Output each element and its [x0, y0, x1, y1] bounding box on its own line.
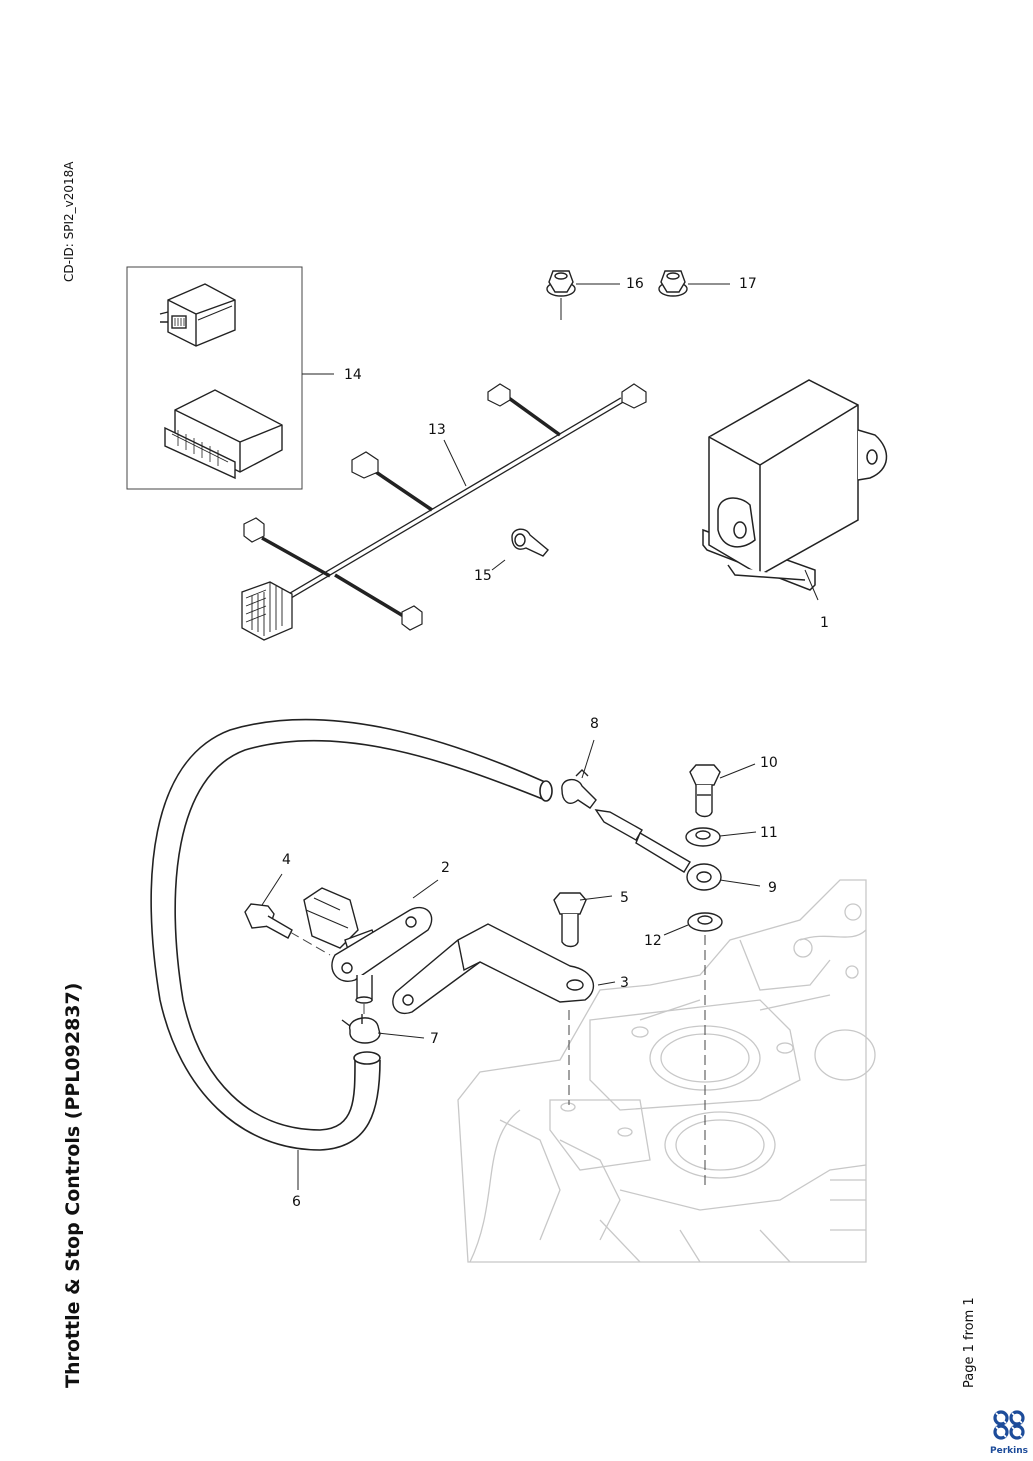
- bolt-5-icon: [553, 892, 587, 948]
- callout-10: 10: [760, 755, 778, 771]
- control-unit-1-icon: [702, 379, 888, 591]
- callout-12: 12: [644, 933, 662, 949]
- p-clip-15-icon: [511, 528, 549, 557]
- callout-7: 7: [430, 1031, 439, 1047]
- leader-lines: [261, 283, 819, 1190]
- washer-12-icon: [687, 912, 723, 932]
- throttle-lever-2-icon: [303, 887, 433, 1004]
- washer-11-icon: [685, 827, 721, 847]
- large-connector-icon: [164, 389, 283, 480]
- perkins-logo-mark: [993, 1410, 1025, 1440]
- callout-3: 3: [620, 975, 629, 991]
- callout-numbers: 1 2 3 4 5 6 7 8 9 10 11 12 13 14 15 16 1…: [282, 276, 829, 1210]
- callout-11: 11: [760, 825, 778, 841]
- wiring-harness: [241, 383, 647, 641]
- callout-14: 14: [344, 367, 362, 383]
- engine-block-ghost: [457, 879, 876, 1263]
- bolt-4-icon: [244, 903, 293, 939]
- callout-17: 17: [739, 276, 757, 292]
- callout-5: 5: [620, 890, 629, 906]
- bolt-10-icon: [689, 764, 721, 818]
- callout-16: 16: [626, 276, 644, 292]
- nut-17-icon: [658, 270, 688, 297]
- clamp-7-icon: [341, 1014, 381, 1044]
- small-connector-icon: [159, 283, 236, 347]
- callout-4: 4: [282, 852, 291, 868]
- callout-15: 15: [474, 568, 492, 584]
- callout-9: 9: [768, 880, 777, 896]
- callout-6: 6: [292, 1194, 301, 1210]
- bracket-3-icon: [392, 923, 595, 1015]
- callout-1: 1: [820, 615, 829, 631]
- connector-inset-frame: [126, 266, 303, 490]
- clamp-8-icon: [561, 769, 597, 809]
- hose-6: [150, 718, 553, 1151]
- perkins-logo: Perkins: [990, 1410, 1028, 1458]
- banjo-cable-9-icon: [594, 809, 722, 891]
- alignment-lines: [289, 931, 706, 1190]
- callout-8: 8: [590, 716, 599, 732]
- callout-2: 2: [441, 860, 450, 876]
- callout-13: 13: [428, 422, 446, 438]
- perkins-logo-text: Perkins: [990, 1446, 1028, 1456]
- nut-16-icon: [546, 270, 576, 320]
